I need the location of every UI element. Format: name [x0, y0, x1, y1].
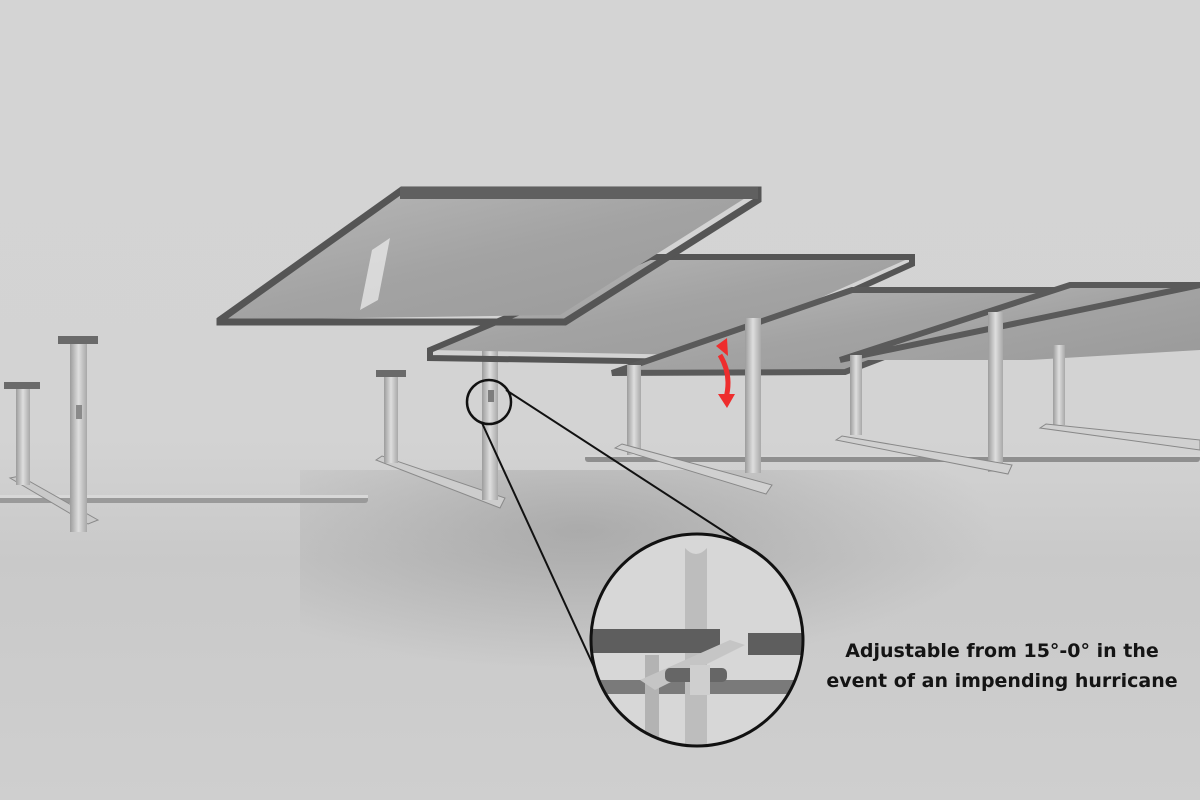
detail-callout — [465, 378, 805, 748]
front-solar-panel — [216, 186, 762, 326]
caption-line-1: Adjustable from 15°-0° in the — [845, 640, 1159, 662]
detail-callout-source-circle — [465, 378, 513, 426]
middle-frame-assembly — [374, 325, 506, 509]
tilt-adjust-arrow-icon — [716, 338, 735, 408]
detail-callout-magnified-view — [591, 534, 803, 746]
caption-line-2: event of an impending hurricane — [826, 670, 1178, 692]
tilt-caption: Adjustable from 15°-0° in the event of a… — [812, 636, 1192, 696]
left-frame-assembly — [0, 336, 368, 532]
right-racking-rows — [427, 254, 1200, 495]
